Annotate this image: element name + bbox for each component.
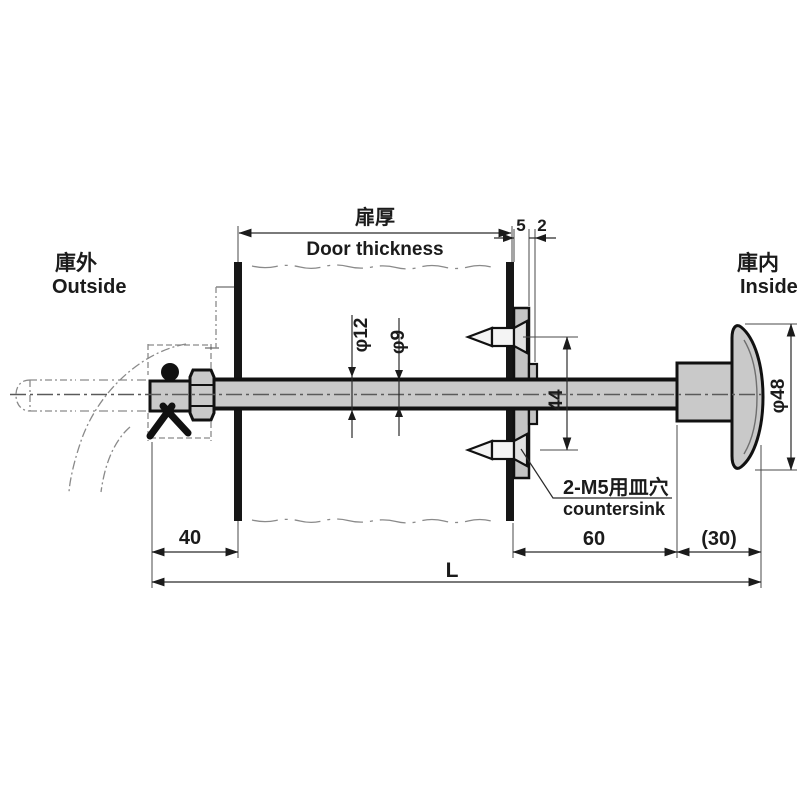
arrow-2-right: [535, 234, 546, 242]
door-break-line-bottom: [251, 518, 492, 524]
dim-outside-length: 40: [179, 527, 201, 549]
dim-inside-length: 60: [583, 528, 605, 550]
outside-pin-assembly: [146, 363, 216, 440]
label-countersink-en: countersink: [563, 499, 666, 519]
knob-dome-highlight: [743, 339, 758, 455]
screw-bottom: [464, 432, 529, 468]
phantom-grip-cap: [15, 379, 76, 412]
dim-screw-spacing: 44: [546, 389, 567, 411]
knob-base-cylinder: [675, 361, 734, 423]
countersunk-screws: [464, 319, 529, 468]
inside-knob: [675, 324, 765, 470]
ball-pin: [161, 363, 179, 381]
label-outside-jp: 庫外: [55, 251, 97, 275]
arrow-phi12-bottom: [348, 410, 356, 420]
phantom-swing-arc-inner: [100, 426, 131, 493]
dim-knob-length: (30): [701, 528, 737, 550]
arrow-5-left: [503, 234, 514, 242]
dim-shaft-outer-dia: φ12: [351, 318, 372, 353]
dim-boss-thickness: 2: [537, 216, 546, 235]
dimension-lines: [151, 228, 796, 587]
hex-nut-facets: [190, 384, 214, 407]
shaft-outline: [213, 377, 677, 411]
label-inside-en: Inside: [740, 276, 798, 298]
leader-countersink: [520, 448, 672, 499]
dim-total-length: L: [446, 559, 459, 582]
ext-outside-length: [151, 442, 239, 588]
phantom-handle: [15, 286, 234, 493]
arrow-phi9-top: [395, 370, 403, 380]
door-break-line-top: [251, 264, 492, 270]
label-door-thickness-en: Door thickness: [306, 239, 443, 260]
label-countersink-jp: 2-M5用皿穴: [563, 475, 669, 499]
ext-plate-dims: [513, 229, 536, 362]
label-door-thickness-jp: 扉厚: [355, 205, 395, 229]
split-pin-legs: [146, 402, 192, 440]
phantom-step-ticks: [205, 286, 234, 349]
knob-dome: [730, 324, 765, 470]
phantom-swing-arc-outer: [68, 343, 187, 493]
arrow-phi9-bottom: [395, 407, 403, 417]
arrow-phi12-top: [348, 367, 356, 377]
label-outside-en: Outside: [52, 276, 126, 298]
text-labels: 庫外 Outside 庫内 Inside 扉厚 Door thickness 5…: [52, 205, 798, 582]
dim-rod-dia: φ9: [388, 330, 409, 354]
ext-door-thickness: [237, 226, 513, 262]
phantom-hub-envelope: [147, 344, 212, 441]
screw-top: [464, 319, 529, 355]
dim-knob-dia: φ48: [768, 379, 789, 414]
label-inside-jp: 庫内: [737, 251, 779, 275]
dim-plate-offset: 5: [516, 216, 525, 235]
phantom-grip-body: [80, 379, 146, 412]
